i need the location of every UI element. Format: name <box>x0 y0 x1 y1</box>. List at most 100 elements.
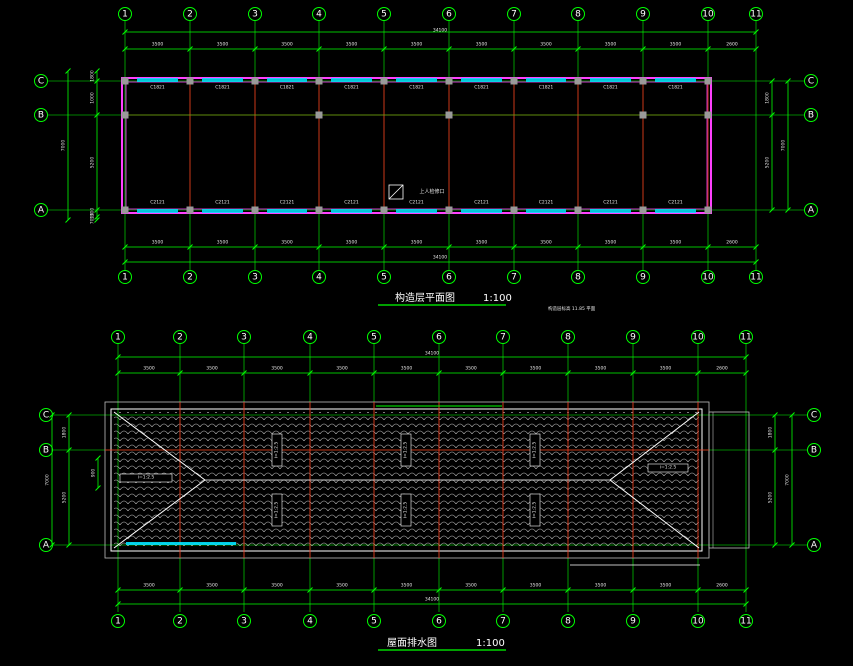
slope-label: i=1:2.5 <box>532 442 538 459</box>
bottom-span-dim-text: 3500 <box>346 240 358 246</box>
roof-row-axis-left-B-bubble <box>39 443 53 457</box>
left-dim-text: 5200 <box>90 157 96 169</box>
bottom-span-dim-text: 3500 <box>540 240 552 246</box>
window-top <box>331 78 372 82</box>
roof-row-axis-right-A-bubble <box>807 538 821 552</box>
dim-tick <box>66 542 72 548</box>
roof-bottom-span-dim-text: 3500 <box>530 583 542 589</box>
structural-column <box>251 77 259 85</box>
top-axis-8-label: 8 <box>575 10 581 20</box>
dim-tick <box>630 370 636 376</box>
window-bottom-label: C2121 <box>215 200 230 206</box>
top-span-dim-text: 3500 <box>605 42 617 48</box>
top-axis-10-bubble <box>701 7 715 21</box>
dim-tick <box>743 370 749 376</box>
structural-column <box>315 206 323 214</box>
structural-column <box>510 206 518 214</box>
window-top-label: C1821 <box>280 85 295 91</box>
roof-bottom-span-dim-text: 3500 <box>595 583 607 589</box>
window-bottom <box>396 209 437 213</box>
roof-top-span-dim-text: 3500 <box>595 366 607 372</box>
dim-tick <box>122 29 128 35</box>
hatch-diagonal <box>388 184 404 200</box>
roof-top-span-dim-text: 3500 <box>660 366 672 372</box>
top-plan-note: 构造层标高 11.85 平面 <box>548 305 596 312</box>
roof-axis-bottom-9-bubble <box>626 614 640 628</box>
top-axis-3-bubble <box>248 7 262 21</box>
roof-row-axis-left-B-label: B <box>43 446 49 456</box>
dim-tick <box>115 587 121 593</box>
dim-tick <box>115 601 121 607</box>
dim-tick <box>695 370 701 376</box>
slope-label: i=1:2.5 <box>660 465 677 471</box>
top-axis-bottom-4-label: 4 <box>316 273 322 283</box>
roof-axis-3-label: 3 <box>241 333 247 343</box>
structural-column <box>704 206 712 214</box>
structural-column <box>704 77 712 85</box>
bottom-total-dim: 34100 <box>433 255 447 261</box>
window-top-label: C1821 <box>409 85 424 91</box>
top-axis-5-bubble <box>377 7 391 21</box>
roof-bottom-span-dim-text: 3500 <box>143 583 155 589</box>
bottom-span-dim-text: 3500 <box>476 240 488 246</box>
structural-column <box>510 77 518 85</box>
roof-plan-scale: 1:100 <box>476 638 505 649</box>
roof-axis-bottom-1-bubble <box>111 614 125 628</box>
roof-row-axis-right-B-bubble <box>807 443 821 457</box>
structural-column <box>186 77 194 85</box>
exterior-wall <box>121 77 712 214</box>
structural-column <box>445 77 453 85</box>
top-row-axis-left-A-bubble <box>34 203 48 217</box>
dim-tick <box>640 46 646 52</box>
right-dim-text: 5200 <box>765 157 771 169</box>
roof-bottom-span-dim-text: 2600 <box>716 583 728 589</box>
dim-tick <box>743 587 749 593</box>
window-top-label: C1821 <box>603 85 618 91</box>
dim-tick <box>575 46 581 52</box>
top-axis-bottom-1-bubble <box>118 270 132 284</box>
top-axis-1-bubble <box>118 7 132 21</box>
roof-row-axis-right-B-label: B <box>811 446 817 456</box>
top-axis-bottom-1-label: 1 <box>122 273 128 283</box>
roof-axis-11-label: 11 <box>740 333 751 343</box>
dim-tick <box>769 112 775 118</box>
top-axis-bottom-10-bubble <box>701 270 715 284</box>
top-axis-9-bubble <box>636 7 650 21</box>
dim-tick <box>95 455 101 461</box>
top-axis-4-bubble <box>312 7 326 21</box>
roof-axis-11-bubble <box>739 330 753 344</box>
top-axis-11-label: 11 <box>750 10 761 20</box>
roof-row-axis-right-C-label: C <box>811 411 817 421</box>
slope-arrow <box>271 493 283 527</box>
top-axis-bottom-7-bubble <box>507 270 521 284</box>
hip-ridge <box>113 411 206 481</box>
roof-left-sub-dim-text: 900 <box>91 469 97 478</box>
hip-ridge <box>609 479 700 549</box>
roof-axis-4-bubble <box>303 330 317 344</box>
top-span-dim-text: 3500 <box>670 42 682 48</box>
roof-axis-bottom-11-bubble <box>739 614 753 628</box>
window-top <box>655 78 696 82</box>
structural-column <box>380 77 388 85</box>
roof-top-span-dim-text: 3500 <box>465 366 477 372</box>
roof-bottom-span-dim-text: 3500 <box>336 583 348 589</box>
window-top <box>590 78 631 82</box>
dim-tick <box>565 370 571 376</box>
window-bottom <box>655 209 696 213</box>
roof-top-span-dim-text: 3500 <box>206 366 218 372</box>
roof-edge <box>110 408 703 552</box>
dim-tick <box>743 601 749 607</box>
top-span-dim-text: 3500 <box>476 42 488 48</box>
roof-axis-bottom-6-label: 6 <box>436 617 442 627</box>
window-top <box>137 78 178 82</box>
window-bottom-label: C2121 <box>668 200 683 206</box>
roof-hatch-icon <box>388 184 404 200</box>
roof-left-dim-text: 1800 <box>62 427 68 439</box>
dim-tick <box>789 542 795 548</box>
roof-axis-bottom-6-bubble <box>432 614 446 628</box>
roof-row-axis-left-C-label: C <box>43 411 49 421</box>
roof-axis-bottom-3-bubble <box>237 614 251 628</box>
roof-axis-bottom-10-bubble <box>691 614 705 628</box>
